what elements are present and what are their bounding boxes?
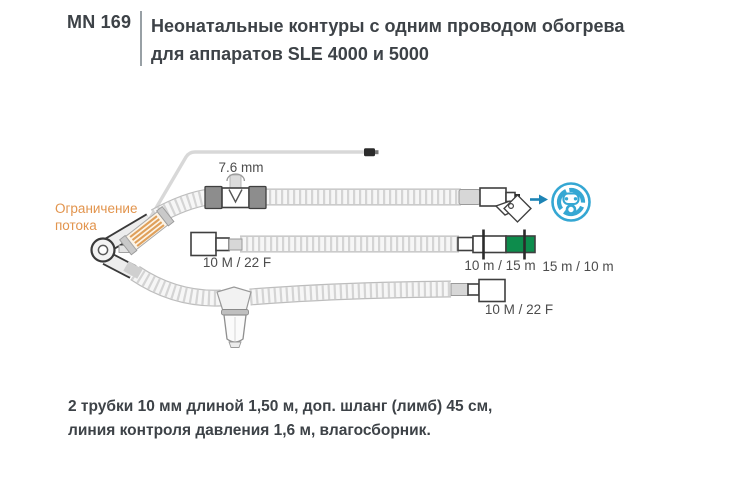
page-title-line1: Неонатальные контуры с одним проводом об…: [151, 16, 625, 36]
t-port-funnel: [228, 189, 243, 204]
heated-marking-left-label: 10 m / 15 m: [464, 258, 535, 273]
water-trap: [216, 286, 252, 348]
inspiratory-end-connector: [458, 187, 532, 223]
t-connector-diameter-label: 7.6 mm: [218, 160, 263, 175]
description-line1: 2 трубки 10 мм длиной 1,50 м, доп. шланг…: [68, 398, 493, 415]
heated-wire-connector: 10 m / 15 m 15 m / 10 m: [457, 229, 614, 274]
flow-restrictor: [119, 205, 175, 256]
expiratory-connector-size-label: 10 M / 22 F: [485, 302, 553, 317]
pressure-line-connector: [364, 148, 375, 157]
green-marking: [505, 235, 536, 254]
aux-connector-size-label: 10 M / 22 F: [203, 255, 271, 270]
wye-sleeve: [123, 261, 143, 279]
pressure-monitoring-line: [130, 148, 379, 250]
header-divider: [140, 11, 142, 66]
page-title-line2: для аппаратов SLE 4000 и 5000: [151, 44, 429, 64]
expiratory-tube: [135, 273, 451, 298]
marking-ticks: [482, 229, 526, 260]
page-title: Неонатальные контуры с одним проводом об…: [151, 12, 691, 68]
elbow-diamond: [503, 194, 532, 223]
description-line2: линия контроля давления 1,6 м, влагосбор…: [68, 422, 431, 439]
plug-arrow-icon: [530, 194, 548, 205]
heater-wire-plug-icon: [551, 182, 591, 222]
patient-port-inner: [97, 244, 109, 256]
t-connector: 7.6 mm: [204, 160, 267, 210]
product-description: 2 трубки 10 мм длиной 1,50 м, доп. шланг…: [68, 395, 688, 443]
flow-restriction-label-line2: потока: [55, 218, 97, 233]
elbow-monitoring-port: [508, 203, 515, 210]
product-code: MN 169: [67, 12, 132, 32]
flow-restriction-label-line1: Ограничение: [55, 201, 137, 216]
heated-marking-right-label: 15 m / 10 m: [542, 259, 613, 274]
inspiratory-tube: [155, 197, 461, 217]
aux-limb-left-connector: 10 M / 22 F: [190, 231, 271, 270]
expiratory-end-connector: 10 M / 22 F: [450, 278, 553, 317]
t-port: [229, 174, 242, 189]
pressure-line-connector-tip: [375, 150, 379, 155]
